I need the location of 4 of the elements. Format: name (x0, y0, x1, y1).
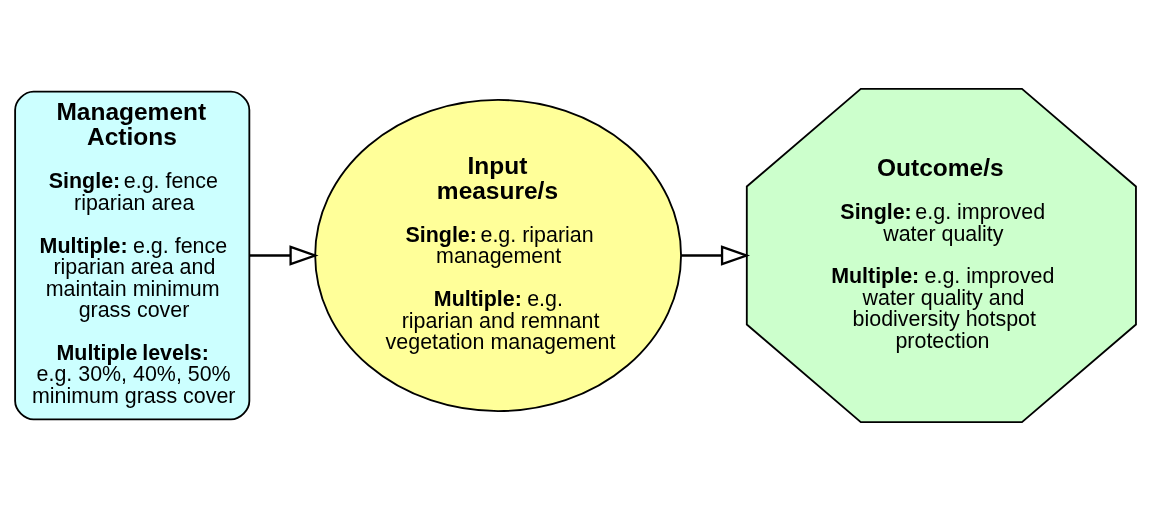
arrow (249, 245, 319, 266)
arrow (681, 245, 751, 266)
node-box: Management Actions Single: e.g. fence riparian area Multiple: e.g. fence riparian area and maintain minimum grass cover Multiple levels: e.g. 30%, 40%, 50% minimum grass cover (14, 90, 251, 421)
node-ellipse: Input measure/s Single: e.g. riparian management Multiple: e.g. riparian and remnant vegetation management (314, 98, 682, 413)
